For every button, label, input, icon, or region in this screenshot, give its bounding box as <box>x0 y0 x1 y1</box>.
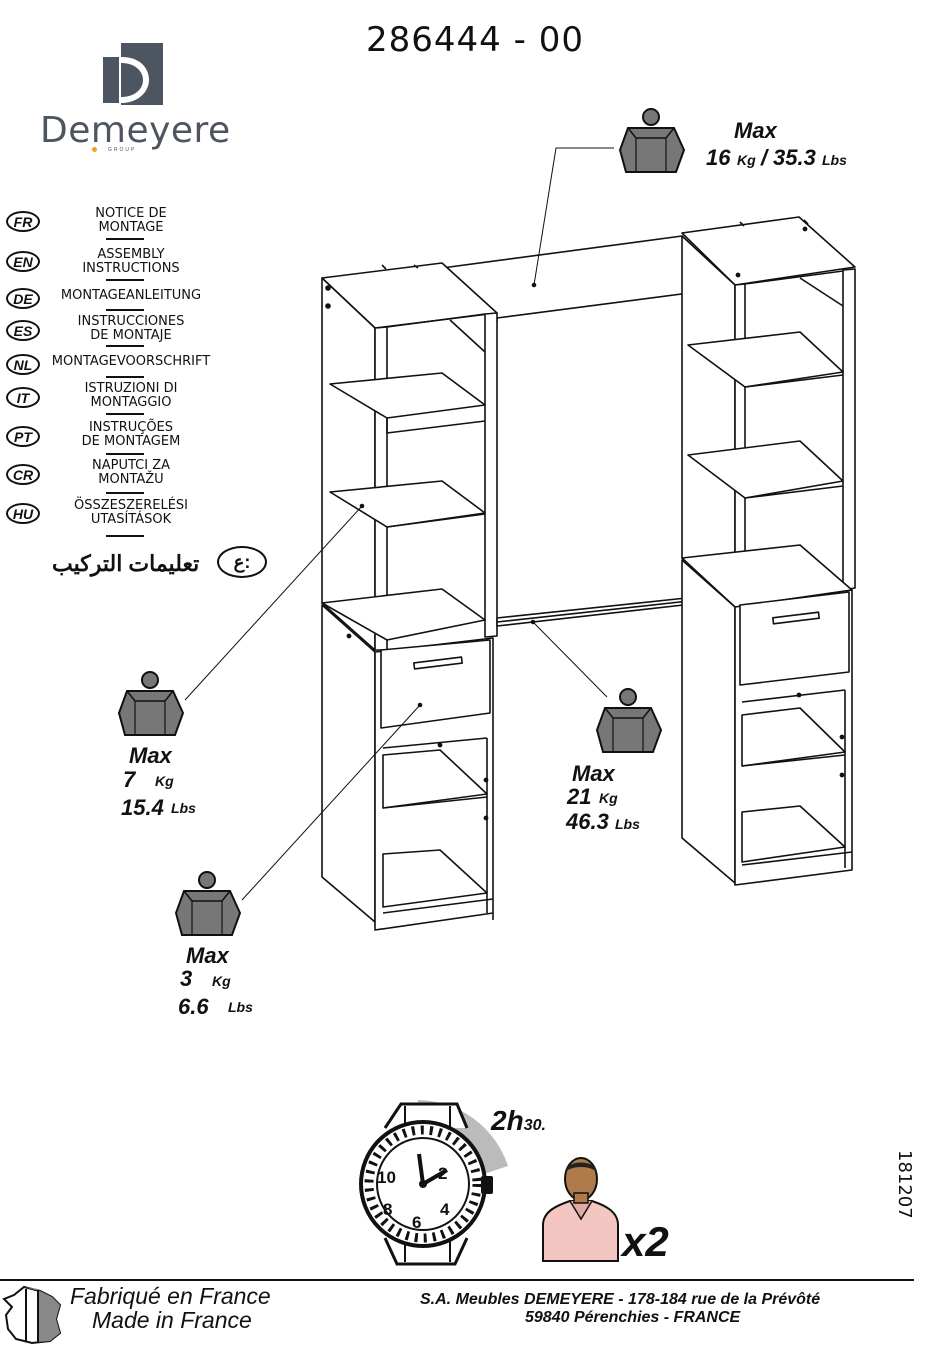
watch-icon <box>359 1100 508 1266</box>
weight-icon <box>174 871 242 936</box>
lang-label: MONTAGEANLEITUNG <box>60 288 202 303</box>
weight-icon <box>618 108 686 173</box>
demeyere-logo-icon <box>103 43 163 105</box>
hanging-rod <box>496 595 711 627</box>
left-lower-unit <box>321 604 494 931</box>
document-number: 286444 - 00 <box>366 20 584 60</box>
footer-divider <box>0 1279 914 1281</box>
person-icon <box>542 1157 619 1262</box>
arabic-code-badge: ع: <box>217 546 267 578</box>
watch-numeral: 10 <box>377 1168 396 1187</box>
made-in-france-fr: Fabriqué en France <box>70 1283 271 1309</box>
watch-numeral: 8 <box>383 1200 393 1219</box>
divider <box>106 345 144 347</box>
divider <box>106 535 144 537</box>
divider <box>106 279 144 281</box>
side-code: 181207 <box>894 1150 915 1219</box>
divider <box>106 413 144 415</box>
watch-numeral: 2 <box>438 1164 448 1183</box>
right-lower-unit <box>681 559 853 886</box>
lang-code-badge: NL <box>6 354 40 375</box>
lang-code-badge: IT <box>6 387 40 408</box>
lang-code-badge: ES <box>6 320 40 341</box>
lang-code-badge: CR <box>6 464 40 485</box>
lang-code-badge: PT <box>6 426 40 447</box>
brand-accent-dot <box>92 147 97 152</box>
divider <box>106 238 144 240</box>
divider <box>106 453 144 455</box>
lang-code-badge: EN <box>6 251 40 272</box>
watch-numeral: 4 <box>440 1200 450 1219</box>
france-map-icon <box>2 1285 62 1345</box>
brand-name: Demeyere <box>40 110 231 151</box>
left-upper-unit <box>321 262 498 651</box>
lang-code-badge: HU <box>6 503 40 524</box>
leader-lines <box>184 147 614 901</box>
lang-code-badge: DE <box>6 288 40 309</box>
divider <box>106 492 144 494</box>
company-address-line1: S.A. Meubles DEMEYERE - 178-184 rue de l… <box>420 1291 821 1308</box>
lang-code-badge: FR <box>6 211 40 232</box>
lang-nl: NL MONTAGEVOORSCHRIFT <box>6 348 226 378</box>
assembly-time: 2h30. <box>491 1105 546 1136</box>
brand-group: GROUP <box>108 147 137 153</box>
arabic-label: تعليمات التركيب <box>52 551 200 576</box>
lang-de: DE MONTAGEANLEITUNG <box>6 282 226 312</box>
lang-label: MONTAGEVOORSCHRIFT <box>51 354 211 369</box>
right-upper-unit <box>681 216 856 608</box>
made-in-france-en: Made in France <box>92 1307 252 1333</box>
company-address-line2: 59840 Pérenchies - FRANCE <box>525 1309 741 1326</box>
weight-icon <box>117 671 185 736</box>
people-count: x2 <box>622 1218 669 1265</box>
divider <box>106 309 144 311</box>
divider <box>106 376 144 378</box>
watch-numeral: 6 <box>412 1213 422 1232</box>
weight-icon <box>595 688 663 753</box>
